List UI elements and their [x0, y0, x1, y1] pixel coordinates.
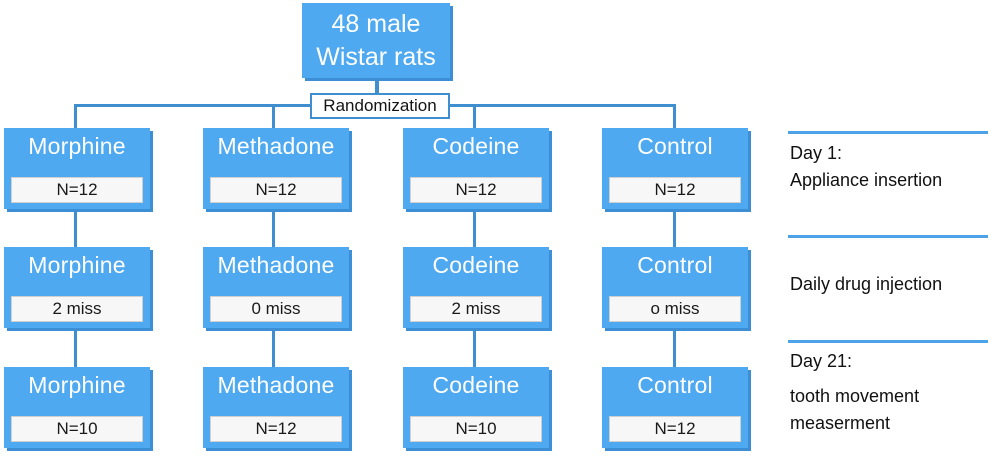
group-box-methadone-attrition: Methadone 0 miss	[203, 247, 349, 328]
annotation-divider-middle	[788, 235, 988, 238]
connector-drop-codeine	[473, 104, 476, 129]
annotation-divider-bottom	[788, 340, 988, 343]
connector-drop-methadone	[272, 104, 275, 129]
connector-bus-right	[448, 104, 676, 107]
group-value: 0 miss	[251, 299, 301, 318]
annotation-line: measerment	[790, 413, 891, 433]
connector-control-r1-r2	[673, 209, 676, 247]
group-title: Morphine	[28, 133, 126, 159]
group-box-control-day1: Control N=12	[602, 128, 748, 209]
group-box-morphine-day1: Morphine N=12	[4, 128, 150, 209]
connector-drop-morphine	[74, 104, 77, 129]
group-value: N=10	[56, 419, 98, 438]
group-title: Methadone	[217, 372, 335, 398]
group-title: Codeine	[432, 252, 520, 278]
root-line-1: 48 male	[331, 9, 421, 38]
annotation-divider-top	[788, 131, 988, 134]
connector-methadone-r2-r3	[272, 329, 275, 367]
group-box-methadone-final: Methadone N=12	[203, 367, 349, 448]
root-box-total-sample: 48 male Wistar rats	[302, 3, 450, 78]
group-value-strip: o miss	[609, 296, 741, 322]
group-box-control-attrition: Control o miss	[602, 247, 748, 328]
connector-bus-left	[74, 104, 312, 107]
annotation-line: Day 1:	[790, 143, 843, 163]
connector-morphine-r1-r2	[74, 209, 77, 247]
annotation-line: Appliance insertion	[790, 170, 943, 190]
group-value-strip: 0 miss	[210, 296, 342, 322]
connector-methadone-r1-r2	[272, 209, 275, 247]
group-box-control-final: Control N=12	[602, 367, 748, 448]
group-value-strip: N=12	[210, 177, 342, 203]
annotation-line: Daily drug injection	[790, 274, 943, 294]
group-value: N=12	[255, 180, 297, 199]
connector-control-r2-r3	[673, 329, 676, 367]
annotation-daily: Daily drug injection	[790, 271, 1000, 298]
group-value-strip: N=12	[609, 416, 741, 442]
group-value-strip: N=12	[609, 177, 741, 203]
group-box-morphine-attrition: Morphine 2 miss	[4, 247, 150, 328]
annotation-day-21: Day 21: tooth movement measerment	[790, 348, 1000, 437]
connector-drop-control	[673, 104, 676, 129]
group-title: Morphine	[28, 372, 126, 398]
group-box-methadone-day1: Methadone N=12	[203, 128, 349, 209]
group-value: N=12	[255, 419, 297, 438]
group-title: Methadone	[217, 133, 335, 159]
group-value: 2 miss	[451, 299, 501, 318]
group-value-strip: 2 miss	[11, 296, 143, 322]
connector-morphine-r2-r3	[74, 329, 77, 367]
group-title: Codeine	[432, 372, 520, 398]
group-box-codeine-final: Codeine N=10	[403, 367, 549, 448]
connector-codeine-r1-r2	[473, 209, 476, 247]
group-title: Control	[637, 372, 713, 398]
group-value: N=12	[56, 180, 98, 199]
group-box-morphine-final: Morphine N=10	[4, 367, 150, 448]
annotation-line: Day 21:	[790, 351, 853, 371]
group-title: Codeine	[432, 133, 520, 159]
annotation-line: tooth movement	[790, 386, 920, 406]
group-value: N=12	[455, 180, 497, 199]
group-value-strip: 2 miss	[410, 296, 542, 322]
group-value-strip: N=10	[410, 416, 542, 442]
group-value: o miss	[650, 299, 700, 318]
randomization-label: Randomization	[323, 96, 437, 115]
group-value-strip: N=12	[410, 177, 542, 203]
group-title: Control	[637, 252, 713, 278]
group-value: N=12	[654, 180, 696, 199]
group-value-strip: N=10	[11, 416, 143, 442]
group-value-strip: N=12	[11, 177, 143, 203]
group-box-codeine-attrition: Codeine 2 miss	[403, 247, 549, 328]
group-value: N=10	[455, 419, 497, 438]
group-value: N=12	[654, 419, 696, 438]
connector-root-to-randomization	[375, 78, 379, 94]
root-line-2: Wistar rats	[316, 42, 436, 71]
group-title: Methadone	[217, 252, 335, 278]
group-title: Morphine	[28, 252, 126, 278]
group-box-codeine-day1: Codeine N=12	[403, 128, 549, 209]
group-value-strip: N=12	[210, 416, 342, 442]
group-title: Control	[637, 133, 713, 159]
annotation-day-1: Day 1: Appliance insertion	[790, 140, 1000, 194]
connector-codeine-r2-r3	[473, 329, 476, 367]
group-value: 2 miss	[52, 299, 102, 318]
randomization-box: Randomization	[310, 93, 450, 119]
